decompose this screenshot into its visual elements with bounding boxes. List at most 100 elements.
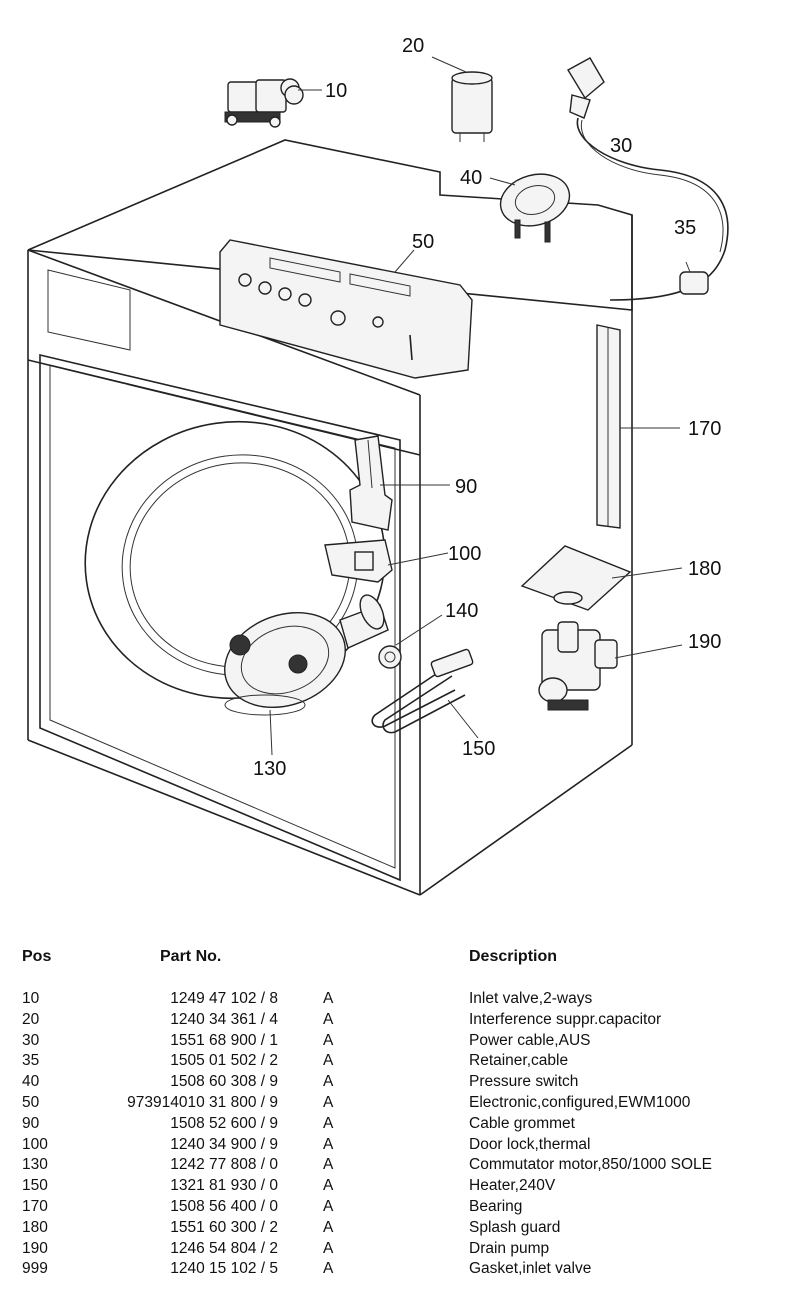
description-cell: Inlet valve,2-ways — [469, 990, 593, 1007]
cable-retainer — [679, 261, 709, 295]
table-row: 20 1240 34 361 / 4 A Interference suppr.cap… — [0, 1011, 800, 1031]
description-cell: Cable grommet — [469, 1114, 575, 1132]
part-no-cell: 1240 34 361 / 4 — [170, 1010, 278, 1028]
table-row: 170 1508 56 400 / 0 A Bearing — [0, 1198, 800, 1218]
table-row: 40 1508 60 308 / 9 A Pressure switch — [0, 1073, 800, 1093]
table-row: 190 1246 54 804 / 2 A Drain pump — [0, 1240, 800, 1260]
table-row: 10 1249 47 102 / 8 A Inlet valve,2-ways — [0, 990, 800, 1010]
pos-cell: 90 — [22, 1114, 40, 1132]
interference-capacitor — [451, 71, 493, 142]
description-cell: Interference suppr.capacitor — [469, 1010, 662, 1028]
flag-cell: A — [323, 1239, 334, 1257]
table-row: 50 973914010 31 800 / 9 A Electronic,config… — [0, 1094, 800, 1114]
header-part-no: Part No. — [160, 948, 222, 965]
electronic-module — [219, 239, 473, 379]
exploded-parts-diagram: 10 20 30 35 40 50 90 100 130 140 150 170… — [27, 35, 729, 896]
part-no-cell: 1321 81 930 / 0 — [170, 1177, 278, 1195]
description-cell: Heater,240V — [469, 1177, 556, 1195]
description-cell: Electronic,configured,EWM1000 — [469, 1094, 691, 1111]
part-no-cell: 1249 47 102 / 8 — [170, 990, 278, 1007]
part-no-cell: 1551 60 300 / 2 — [170, 1218, 278, 1236]
heater-element — [371, 648, 474, 734]
table-row: 180 1551 60 300 / 2 A Splash guard — [0, 1219, 800, 1239]
callout-20: 20 — [402, 35, 424, 57]
description-cell: Pressure switch — [469, 1073, 579, 1091]
commutator-motor — [224, 594, 389, 716]
flag-cell: A — [323, 1260, 334, 1278]
part-no-cell: 1246 54 804 / 2 — [170, 1239, 278, 1257]
description-cell: Commutator motor,850/1000 SOLE — [469, 1156, 712, 1174]
callout-30: 30 — [610, 135, 632, 157]
pos-cell: 50 — [22, 1094, 40, 1111]
pos-cell: 40 — [22, 1073, 40, 1091]
flag-cell: A — [323, 990, 334, 1007]
description-cell: Power cable,AUS — [469, 1031, 591, 1049]
pos-cell: 35 — [22, 1052, 40, 1070]
part-no-cell: 1242 77 808 / 0 — [170, 1156, 278, 1174]
side-rail — [596, 324, 621, 529]
callout-40: 40 — [460, 167, 482, 189]
pos-cell: 150 — [22, 1177, 48, 1195]
table-row: 35 1505 01 502 / 2 A Retainer,cable — [0, 1052, 800, 1072]
pos-cell: 170 — [22, 1198, 48, 1215]
flag-cell: A — [323, 1052, 334, 1070]
pos-cell: 100 — [22, 1135, 48, 1153]
part-no-cell: 1508 56 400 / 0 — [170, 1198, 278, 1215]
flag-cell: A — [323, 1114, 334, 1132]
flag-cell: A — [323, 1010, 334, 1028]
description-cell: Gasket,inlet valve — [469, 1260, 592, 1278]
table-row: 90 1508 52 600 / 9 A Cable grommet — [0, 1115, 800, 1135]
part-no-cell: 1240 34 900 / 9 — [170, 1135, 278, 1153]
part-no-cell: 1240 15 102 / 5 — [170, 1260, 278, 1278]
description-cell: Bearing — [469, 1198, 523, 1215]
flag-cell: A — [323, 1073, 334, 1091]
bearing-ring — [378, 645, 402, 669]
pos-cell: 20 — [22, 1010, 40, 1028]
callout-10: 10 — [325, 80, 347, 102]
header-pos: Pos — [22, 948, 52, 965]
description-cell: Splash guard — [469, 1218, 561, 1236]
callout-140: 140 — [445, 600, 478, 622]
description-cell: Retainer,cable — [469, 1052, 569, 1070]
power-cable — [567, 57, 729, 301]
part-no-cell: 1508 52 600 / 9 — [170, 1114, 278, 1132]
pos-cell: 190 — [22, 1239, 48, 1257]
callout-35: 35 — [674, 217, 696, 239]
flag-cell: A — [323, 1177, 334, 1195]
callout-130: 130 — [253, 758, 286, 780]
flag-cell: A — [323, 1094, 334, 1111]
callout-150: 150 — [462, 738, 495, 760]
callout-180: 180 — [688, 558, 721, 580]
table-row: 30 1551 68 900 / 1 A Power cable,AUS — [0, 1032, 800, 1052]
pos-cell: 30 — [22, 1031, 40, 1049]
part-no-cell: 1508 60 308 / 9 — [170, 1073, 278, 1091]
table-row: 999 1240 15 102 / 5 A Gasket,inlet valve — [0, 1260, 800, 1280]
cable-grommet — [349, 435, 393, 531]
pos-cell: 130 — [22, 1156, 48, 1174]
callout-190: 190 — [688, 631, 721, 653]
callout-50: 50 — [412, 231, 434, 253]
flag-cell: A — [323, 1031, 334, 1049]
splash-guard — [520, 545, 632, 611]
callout-100: 100 — [448, 543, 481, 565]
pos-cell: 180 — [22, 1218, 48, 1236]
flag-cell: A — [323, 1135, 334, 1153]
callout-90: 90 — [455, 476, 477, 498]
description-cell: Drain pump — [469, 1239, 550, 1257]
drain-pump — [538, 621, 618, 711]
washing-machine-cabinet — [27, 139, 633, 896]
table-row: 130 1242 77 808 / 0 A Commutator motor,850/… — [0, 1156, 800, 1176]
part-no-cell: 973914010 31 800 / 9 — [127, 1094, 278, 1111]
callout-170: 170 — [688, 418, 721, 440]
inlet-valve — [224, 78, 304, 128]
flag-cell: A — [323, 1198, 334, 1215]
flag-cell: A — [323, 1156, 334, 1174]
header-description: Description — [469, 948, 558, 965]
pos-cell: 10 — [22, 990, 40, 1007]
flag-cell: A — [323, 1218, 334, 1236]
pos-cell: 999 — [22, 1260, 48, 1278]
table-row: 150 1321 81 930 / 0 A Heater,240V — [0, 1177, 800, 1197]
part-no-cell: 1551 68 900 / 1 — [170, 1031, 278, 1049]
part-no-cell: 1505 01 502 / 2 — [170, 1052, 278, 1070]
